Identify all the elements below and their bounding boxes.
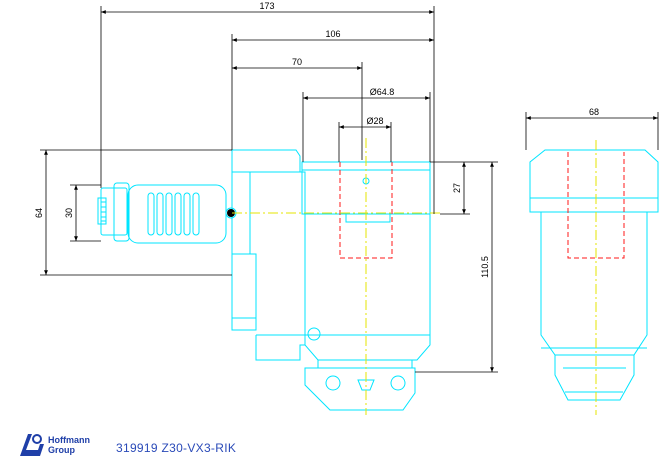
centerlines-front	[232, 138, 440, 415]
dim-bore-diameter: Ø28	[366, 116, 383, 126]
dim-body-height: 110.5	[480, 256, 490, 278]
dim-motor-height: 64	[34, 208, 44, 218]
dimension-labels: 173 106 70 Ø64.8 Ø28 68 64 30 27 110.5	[34, 1, 599, 278]
dim-spindle-offset: 70	[292, 57, 302, 67]
dim-total-length: 173	[259, 1, 274, 11]
logo-text: Hoffmann Group	[48, 435, 90, 455]
dim-flange-diameter: Ø64.8	[370, 87, 395, 97]
hidden-bore	[339, 162, 393, 259]
front-view	[97, 138, 440, 415]
dim-side-width: 68	[589, 107, 599, 117]
tool-housing	[225, 149, 431, 411]
dim-connector-height: 30	[64, 208, 74, 218]
part-number: 319919 Z30-VX3-RIK	[116, 441, 237, 455]
hoffmann-logo-icon	[20, 434, 44, 456]
dimension-lines	[40, 6, 659, 373]
dim-flange-height: 27	[452, 183, 462, 193]
logo-line-1: Hoffmann	[48, 435, 90, 445]
dim-body-length: 106	[325, 29, 340, 39]
side-view	[529, 140, 659, 415]
hoffmann-group-logo: Hoffmann Group	[18, 432, 98, 458]
logo-line-2: Group	[48, 445, 75, 455]
motor-unit	[97, 182, 227, 244]
